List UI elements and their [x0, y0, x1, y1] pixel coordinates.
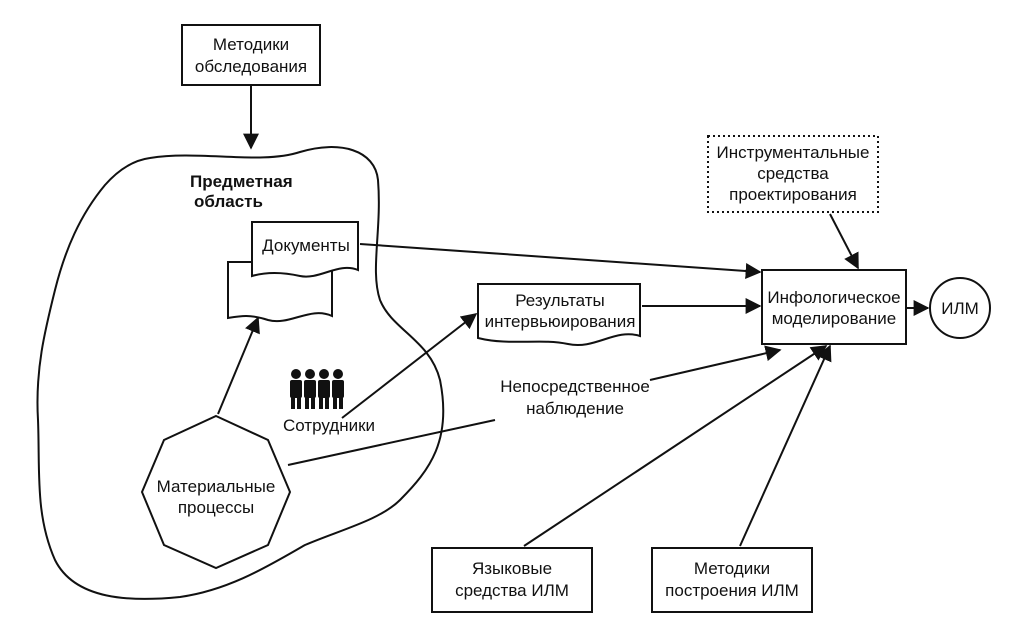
survey-methods-line1: Методики — [213, 35, 289, 54]
material-processes-line1: Материальные — [157, 477, 276, 496]
construction-methods-line2: построения ИЛМ — [665, 581, 799, 600]
arrow-construction-methods-to-modeling — [739, 344, 832, 547]
subject-area-line2: область — [194, 192, 263, 211]
ilm-circle — [929, 277, 991, 339]
direct-observation-line2: наблюдение — [526, 399, 624, 418]
construction-methods-box — [651, 547, 813, 613]
documents-label: Документы — [262, 236, 350, 255]
arrow-processes-to-documents — [217, 316, 260, 415]
construction-methods-line1: Методики — [694, 559, 770, 578]
material-processes-shape — [140, 414, 292, 570]
subject-area-boundary — [36, 146, 445, 600]
arrow-language-tools-to-modeling — [523, 345, 828, 547]
material-processes-line2: процессы — [178, 498, 254, 517]
arrow-documents-to-modeling — [359, 243, 762, 279]
arrow-processes-to-modeling — [287, 350, 780, 466]
arrow-employees-to-interview — [341, 313, 478, 419]
interview-results-shape — [477, 283, 641, 347]
language-tools-box — [431, 547, 593, 613]
survey-methods-line2: обследования — [195, 57, 307, 76]
infological-modeling-box — [761, 269, 907, 345]
design-tools-box — [707, 135, 879, 213]
employees-icon — [290, 369, 344, 409]
language-tools-line2: средства ИЛМ — [455, 581, 569, 600]
ilm-label: ИЛМ — [941, 299, 979, 318]
survey-methods-box — [181, 24, 321, 86]
arrow-design-tools-to-modeling — [829, 213, 859, 270]
design-tools-line3: проектирования — [729, 185, 857, 204]
document-front-shape — [251, 221, 359, 278]
infological-modeling-line1: Инфологическое — [767, 288, 900, 307]
subject-area-line1: Предметная — [190, 172, 293, 191]
design-tools-line2: средства — [757, 164, 829, 183]
infological-modeling-line2: моделирование — [772, 309, 897, 328]
language-tools-line1: Языковые — [472, 559, 552, 578]
interview-results-line1: Результаты — [515, 291, 605, 310]
interview-results-line2: интервьюирования — [485, 312, 636, 331]
employees-label: Сотрудники — [283, 416, 375, 435]
design-tools-line1: Инструментальные — [717, 143, 870, 162]
direct-observation-line1: Непосредственное — [500, 377, 650, 396]
